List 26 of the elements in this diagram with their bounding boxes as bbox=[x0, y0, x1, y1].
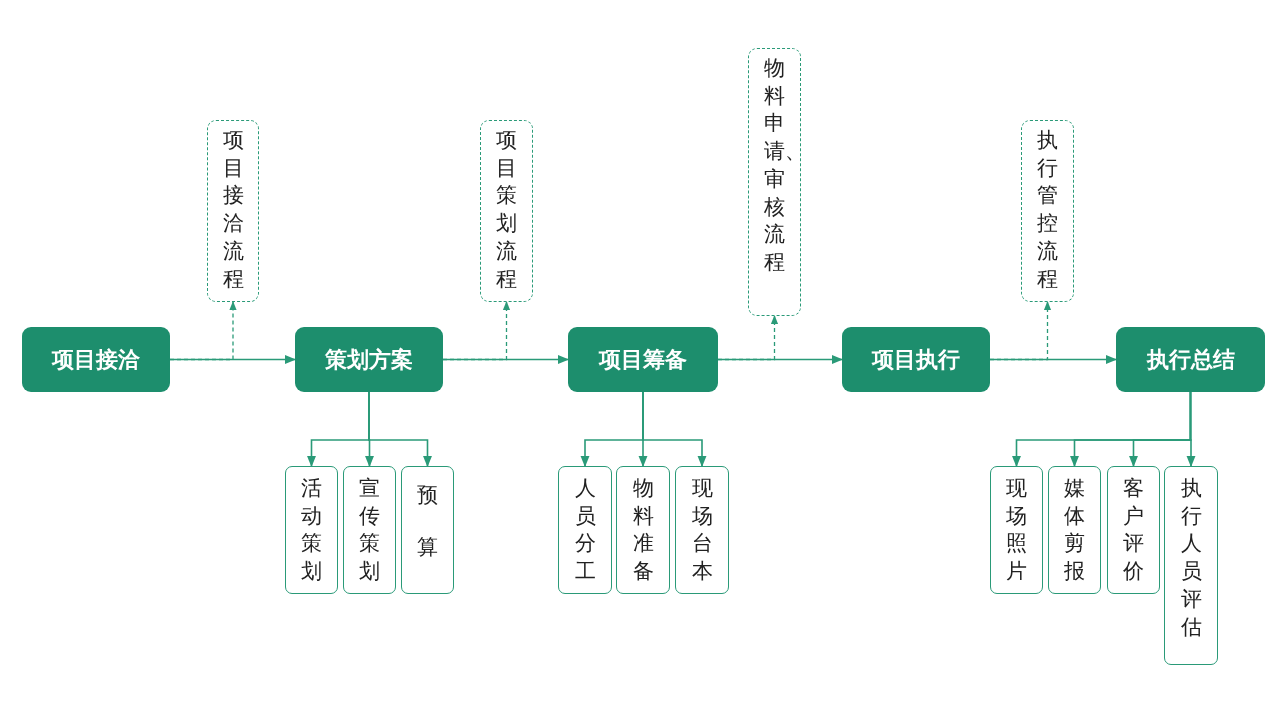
process-box: 策划方案 bbox=[295, 327, 443, 392]
task-box: 人员分工 bbox=[558, 466, 612, 594]
arrow bbox=[1186, 391, 1196, 468]
task-box: 执行人员评估 bbox=[1164, 466, 1218, 665]
dashed-arrow bbox=[989, 301, 1052, 361]
process-box: 执行总结 bbox=[1116, 327, 1265, 392]
task-box: 现场照片 bbox=[990, 466, 1043, 594]
task-box: 现场台本 bbox=[675, 466, 729, 594]
dashed-arrow bbox=[717, 315, 779, 361]
note-box: 物料申请、审核流程 bbox=[748, 48, 801, 316]
task-box: 客户评价 bbox=[1107, 466, 1160, 594]
arrow bbox=[368, 391, 432, 468]
task-box: 活动策划 bbox=[285, 466, 338, 594]
process-box: 项目接洽 bbox=[22, 327, 170, 392]
note-box: 项目策划流程 bbox=[480, 120, 533, 302]
task-box: 物料准备 bbox=[616, 466, 670, 594]
note-box: 执行管控流程 bbox=[1021, 120, 1074, 302]
arrow bbox=[642, 391, 707, 468]
task-box: 预算 bbox=[401, 466, 454, 594]
task-box: 媒体剪报 bbox=[1048, 466, 1101, 594]
task-box: 宣传策划 bbox=[343, 466, 396, 594]
process-box: 项目执行 bbox=[842, 327, 990, 392]
note-box: 项目接洽流程 bbox=[207, 120, 259, 302]
dashed-arrow bbox=[442, 301, 511, 361]
process-box: 项目筹备 bbox=[568, 327, 718, 392]
dashed-arrow bbox=[169, 301, 237, 361]
